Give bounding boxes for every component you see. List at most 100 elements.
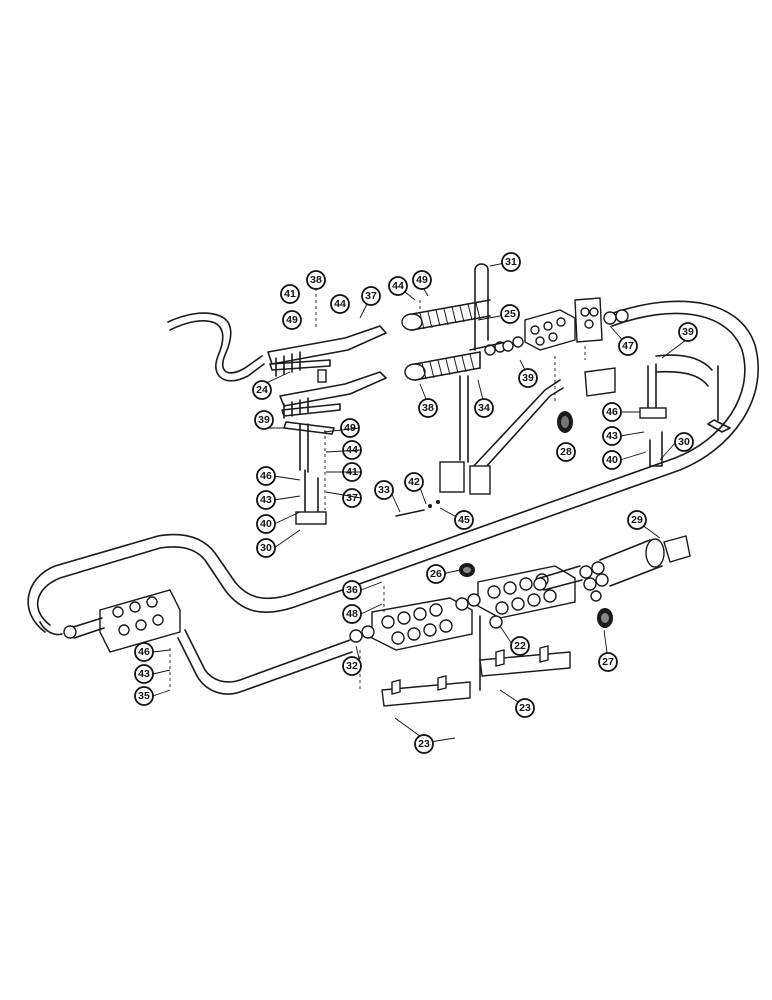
callout-42: 42 [404, 472, 424, 492]
callout-label: 47 [622, 340, 634, 352]
callout-46: 46 [256, 466, 276, 486]
callout-label: 49 [416, 274, 428, 286]
callout-label: 46 [260, 470, 272, 482]
callout-label: 38 [310, 274, 322, 286]
plate-right [584, 367, 616, 397]
callout-48: 48 [342, 604, 362, 624]
callout-37: 37 [361, 286, 381, 306]
callout-25: 25 [500, 304, 520, 324]
callout-label: 36 [346, 584, 358, 596]
callout-26: 26 [426, 564, 446, 584]
callout-label: 37 [346, 492, 358, 504]
callout-label: 44 [334, 298, 346, 310]
callout-label: 27 [602, 656, 614, 668]
diagonal-pipe [439, 375, 564, 495]
callout-40: 40 [602, 450, 622, 470]
callout-label: 46 [606, 406, 618, 418]
callout-label: 37 [365, 290, 377, 302]
callout-37: 37 [342, 488, 362, 508]
callout-23: 23 [515, 698, 535, 718]
callout-label: 41 [284, 288, 296, 300]
callout-label: 39 [682, 326, 694, 338]
callout-label: 39 [522, 372, 534, 384]
callout-29: 29 [627, 510, 647, 530]
callout-23: 23 [414, 734, 434, 754]
callout-label: 44 [392, 280, 404, 292]
callout-label: 33 [378, 484, 390, 496]
callout-43: 43 [256, 490, 276, 510]
bracket-right [639, 354, 731, 467]
u-bracket [469, 263, 507, 351]
callout-43: 43 [134, 664, 154, 684]
callout-43: 43 [602, 426, 622, 446]
callout-39: 39 [254, 410, 274, 430]
callout-label: 28 [560, 446, 572, 458]
spring-rods [401, 299, 506, 381]
callout-label: 25 [504, 308, 516, 320]
callout-49: 49 [412, 270, 432, 290]
callout-30: 30 [256, 538, 276, 558]
callout-label: 43 [606, 430, 618, 442]
lever-assembly-upper [267, 288, 387, 525]
callout-label: 29 [631, 514, 643, 526]
callout-46: 46 [134, 642, 154, 662]
valve-block-lower-left [349, 586, 473, 690]
callout-27: 27 [598, 652, 618, 672]
callout-22: 22 [510, 636, 530, 656]
callout-label: 39 [258, 414, 270, 426]
callout-label: 42 [408, 476, 420, 488]
callout-40: 40 [256, 514, 276, 534]
callout-36: 36 [342, 580, 362, 600]
callout-label: 30 [678, 436, 690, 448]
pin-parts [395, 500, 440, 517]
callout-34: 34 [474, 398, 494, 418]
callout-44: 44 [388, 276, 408, 296]
callout-label: 44 [346, 444, 358, 456]
callout-24: 24 [252, 380, 272, 400]
callout-label: 23 [519, 702, 531, 714]
callout-label: 38 [422, 402, 434, 414]
return-line-upper [167, 312, 265, 382]
callout-45: 45 [454, 510, 474, 530]
callout-label: 43 [138, 668, 150, 680]
grommet-26 [459, 563, 475, 577]
callout-39: 39 [518, 368, 538, 388]
callout-32: 32 [342, 656, 362, 676]
callout-46: 46 [602, 402, 622, 422]
callout-label: 23 [418, 738, 430, 750]
callout-label: 34 [478, 402, 490, 414]
callout-label: 22 [514, 640, 526, 652]
callout-label: 46 [138, 646, 150, 658]
callout-35: 35 [134, 686, 154, 706]
manifold-plate-left [63, 589, 181, 690]
cylinder-29 [533, 535, 691, 602]
callout-38: 38 [418, 398, 438, 418]
callout-33: 33 [374, 480, 394, 500]
callout-39: 39 [678, 322, 698, 342]
leader-lines-left [152, 427, 383, 697]
callout-label: 24 [256, 384, 268, 396]
callout-31: 31 [501, 252, 521, 272]
callout-47: 47 [618, 336, 638, 356]
callout-label: 43 [260, 494, 272, 506]
valve-block-lower-right [455, 565, 576, 691]
callout-49: 49 [282, 310, 302, 330]
callout-label: 40 [606, 454, 618, 466]
callout-28: 28 [556, 442, 576, 462]
callout-label: 49 [286, 314, 298, 326]
callout-label: 35 [138, 690, 150, 702]
callout-label: 32 [346, 660, 358, 672]
callout-label: 31 [505, 256, 517, 268]
valve-body-upper [502, 297, 629, 404]
callout-label: 45 [458, 514, 470, 526]
callout-label: 48 [346, 608, 358, 620]
callout-label: 30 [260, 542, 272, 554]
grommet-27 [597, 608, 613, 628]
callout-30: 30 [674, 432, 694, 452]
grommet-upper [557, 411, 573, 433]
callout-label: 26 [430, 568, 442, 580]
callout-label: 40 [260, 518, 272, 530]
callout-38: 38 [306, 270, 326, 290]
callout-label: 49 [344, 422, 356, 434]
